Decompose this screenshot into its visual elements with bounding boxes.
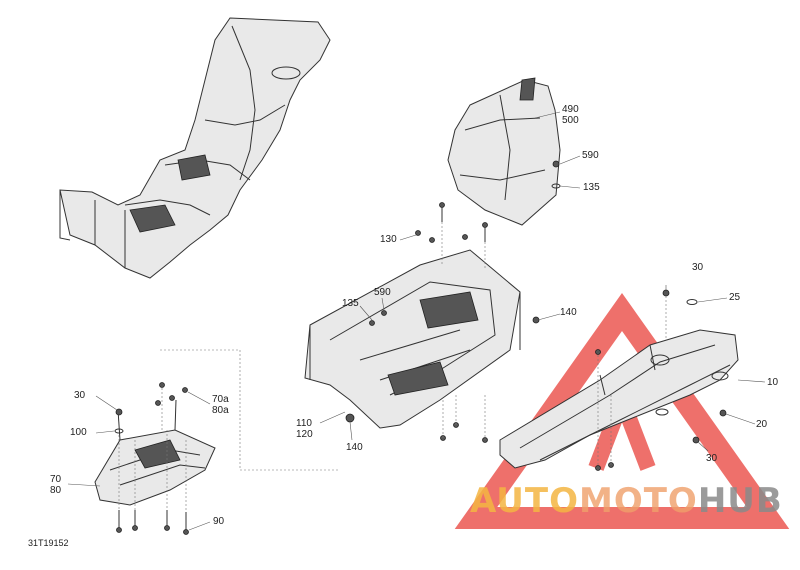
callout-30-left: 30: [74, 390, 85, 401]
callout-line: 590: [582, 150, 599, 161]
callout-line: 25: [729, 292, 741, 303]
callout-line: 135: [342, 298, 359, 309]
callout-line: 140: [560, 307, 577, 318]
callout-line: 30: [74, 390, 86, 401]
callout-line: 590: [374, 287, 391, 298]
skid-plate-part: [499, 329, 739, 469]
callout-110-120: 110 120: [296, 418, 313, 440]
watermark-text-auto: AUTO: [470, 481, 579, 521]
callout-130: 130: [380, 234, 397, 245]
callout-line: 490: [562, 104, 579, 115]
callout-line: 10: [767, 377, 779, 388]
callout-140-bottom: 140: [346, 442, 363, 453]
upper-body-part: [59, 17, 331, 279]
callout-line: 110: [296, 418, 312, 429]
callout-line: 140: [346, 442, 363, 453]
callout-line: 80a: [212, 405, 229, 416]
watermark-logo: AUTOMOTOHUB: [470, 481, 783, 521]
callout-490-500: 490 500: [562, 104, 579, 126]
callout-line: 70: [50, 474, 62, 485]
callout-line: 30: [692, 262, 704, 273]
callout-70-80: 70 80: [50, 474, 61, 496]
callout-line: 500: [562, 115, 579, 126]
callout-20: 20: [756, 419, 767, 430]
floorboard-part: [304, 249, 521, 429]
drawing-id: 31T19152: [28, 538, 69, 548]
callout-line: 70a: [212, 394, 229, 405]
callout-30-right-bottom: 30: [706, 453, 717, 464]
rear-panel-part: [447, 77, 561, 226]
callout-line: 100: [70, 427, 87, 438]
callout-line: 90: [213, 516, 225, 527]
assembly-lines: [118, 222, 667, 512]
watermark-text-moto: MOTO: [578, 481, 698, 521]
callout-line: 130: [380, 234, 397, 245]
callout-135-mid: 135: [342, 298, 359, 309]
callout-140-right: 140: [560, 307, 577, 318]
callout-line: 30: [706, 453, 718, 464]
callout-25: 25: [729, 292, 740, 303]
watermark-text-hub: HUB: [697, 481, 783, 521]
callout-590-mid: 590: [374, 287, 391, 298]
callout-10: 10: [767, 377, 778, 388]
callout-line: 80: [50, 485, 62, 496]
callout-30-right-top: 30: [692, 262, 703, 273]
callout-line: 20: [756, 419, 768, 430]
callout-590-top: 590: [582, 150, 599, 161]
callout-line: 135: [583, 182, 600, 193]
callout-70a-80a: 70a 80a: [212, 394, 229, 416]
callout-90: 90: [213, 516, 224, 527]
leader-lines: [67, 111, 766, 531]
fasteners: [114, 160, 727, 535]
footrest-part: [94, 399, 216, 506]
callout-135-top: 135: [583, 182, 600, 193]
callout-line: 120: [296, 429, 313, 440]
callout-100: 100: [70, 427, 87, 438]
